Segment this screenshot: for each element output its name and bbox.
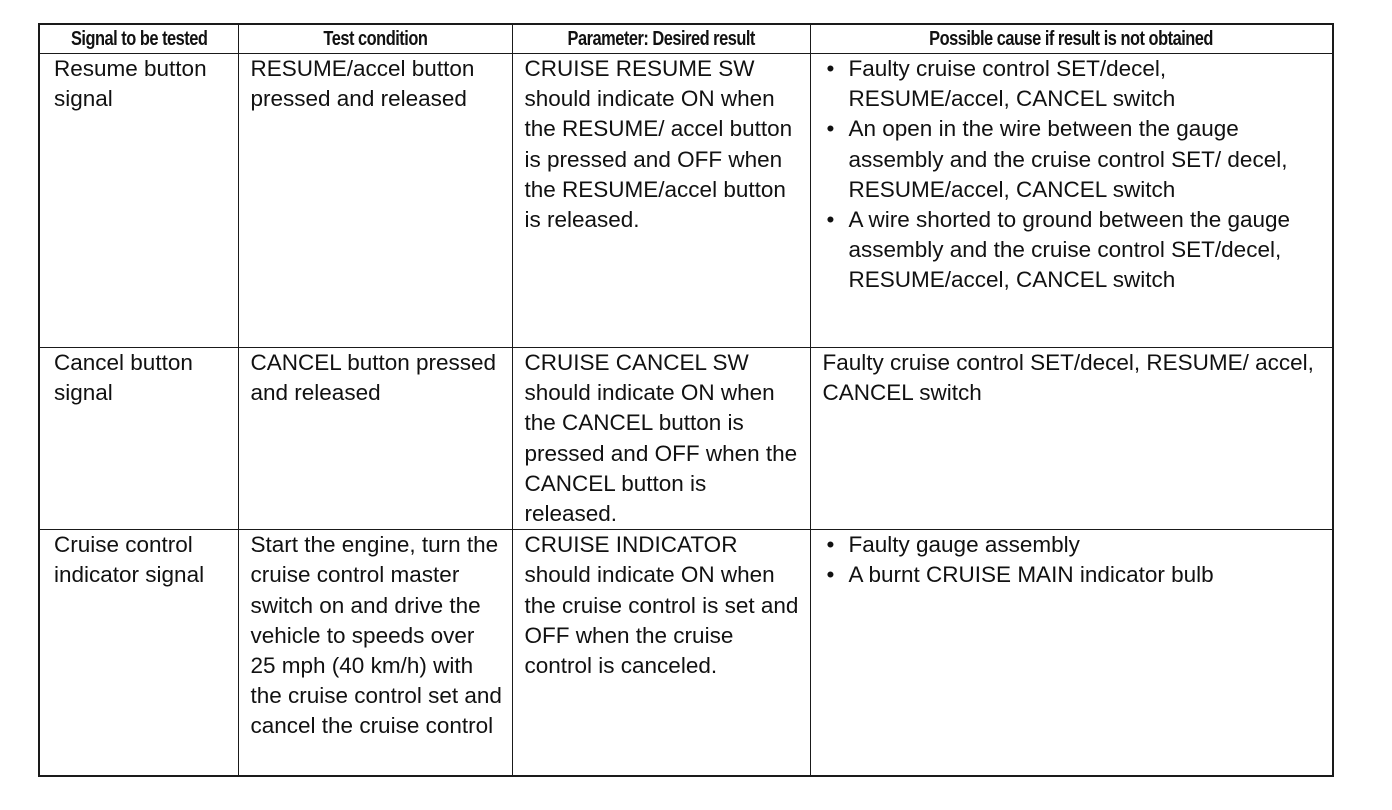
cell-test-condition: RESUME/accel button pressed and released — [237, 53, 513, 348]
table-row: Cancel button signal CANCEL button press… — [38, 346, 1334, 531]
cause-text: A burnt CRUISE MAIN indicator bulb — [848, 562, 1214, 588]
cell-possible-cause: • Faulty gauge assembly • A burnt CRUISE… — [809, 529, 1334, 777]
cause-list: • Faulty cruise control SET/decel, RESUM… — [823, 54, 1325, 296]
list-item: • An open in the wire between the gauge … — [823, 114, 1325, 205]
bullet-icon: • — [826, 562, 835, 588]
cell-possible-cause: • Faulty cruise control SET/decel, RESUM… — [809, 53, 1334, 348]
bullet-icon: • — [826, 56, 835, 81]
cell-possible-cause: Faulty cruise control SET/decel, RESUME/… — [809, 346, 1334, 531]
header-signal: Signal to be tested — [38, 23, 239, 54]
list-item: • A wire shorted to ground between the g… — [823, 205, 1325, 296]
cause-list: • Faulty gauge assembly • A burnt CRUISE… — [823, 530, 1325, 590]
cell-signal: Cruise control indicator signal — [38, 529, 239, 777]
list-item: • Faulty gauge assembly — [823, 530, 1325, 560]
cell-test-condition: CANCEL button pressed and released — [237, 346, 513, 531]
cause-text: A wire shorted to ground between the gau… — [848, 207, 1291, 293]
header-desired-result: Parameter: Desired result — [511, 23, 811, 54]
cell-desired-result: CRUISE RESUME SW should indicate ON when… — [511, 53, 811, 348]
cause-text: Faulty gauge assembly — [848, 532, 1080, 558]
diagnostic-table: Signal to be tested Test condition Param… — [38, 23, 1334, 777]
list-item: • Faulty cruise control SET/decel, RESUM… — [823, 54, 1325, 114]
table-row: Resume button signal RESUME/accel button… — [38, 53, 1334, 348]
cell-desired-result: CRUISE CANCEL SW should indicate ON when… — [511, 346, 811, 531]
cause-text: Faulty cruise control SET/decel, RESUME/… — [848, 56, 1176, 112]
cell-test-condition: Start the engine, turn the cruise contro… — [237, 529, 513, 777]
header-possible-cause: Possible cause if result is not obtained — [809, 23, 1334, 54]
bullet-icon: • — [826, 207, 835, 233]
cell-desired-result: CRUISE INDICATOR should indicate ON when… — [511, 529, 811, 777]
header-test-condition: Test condition — [237, 23, 513, 54]
cell-signal: Cancel button signal — [38, 346, 239, 531]
cause-text: An open in the wire between the gauge as… — [848, 116, 1288, 202]
list-item: • A burnt CRUISE MAIN indicator bulb — [823, 560, 1325, 590]
bullet-icon: • — [826, 116, 835, 142]
bullet-icon: • — [826, 532, 835, 558]
header-row: Signal to be tested Test condition Param… — [38, 23, 1334, 54]
cell-signal: Resume button signal — [38, 53, 239, 348]
table-row: Cruise control indicator signal Start th… — [38, 529, 1334, 777]
